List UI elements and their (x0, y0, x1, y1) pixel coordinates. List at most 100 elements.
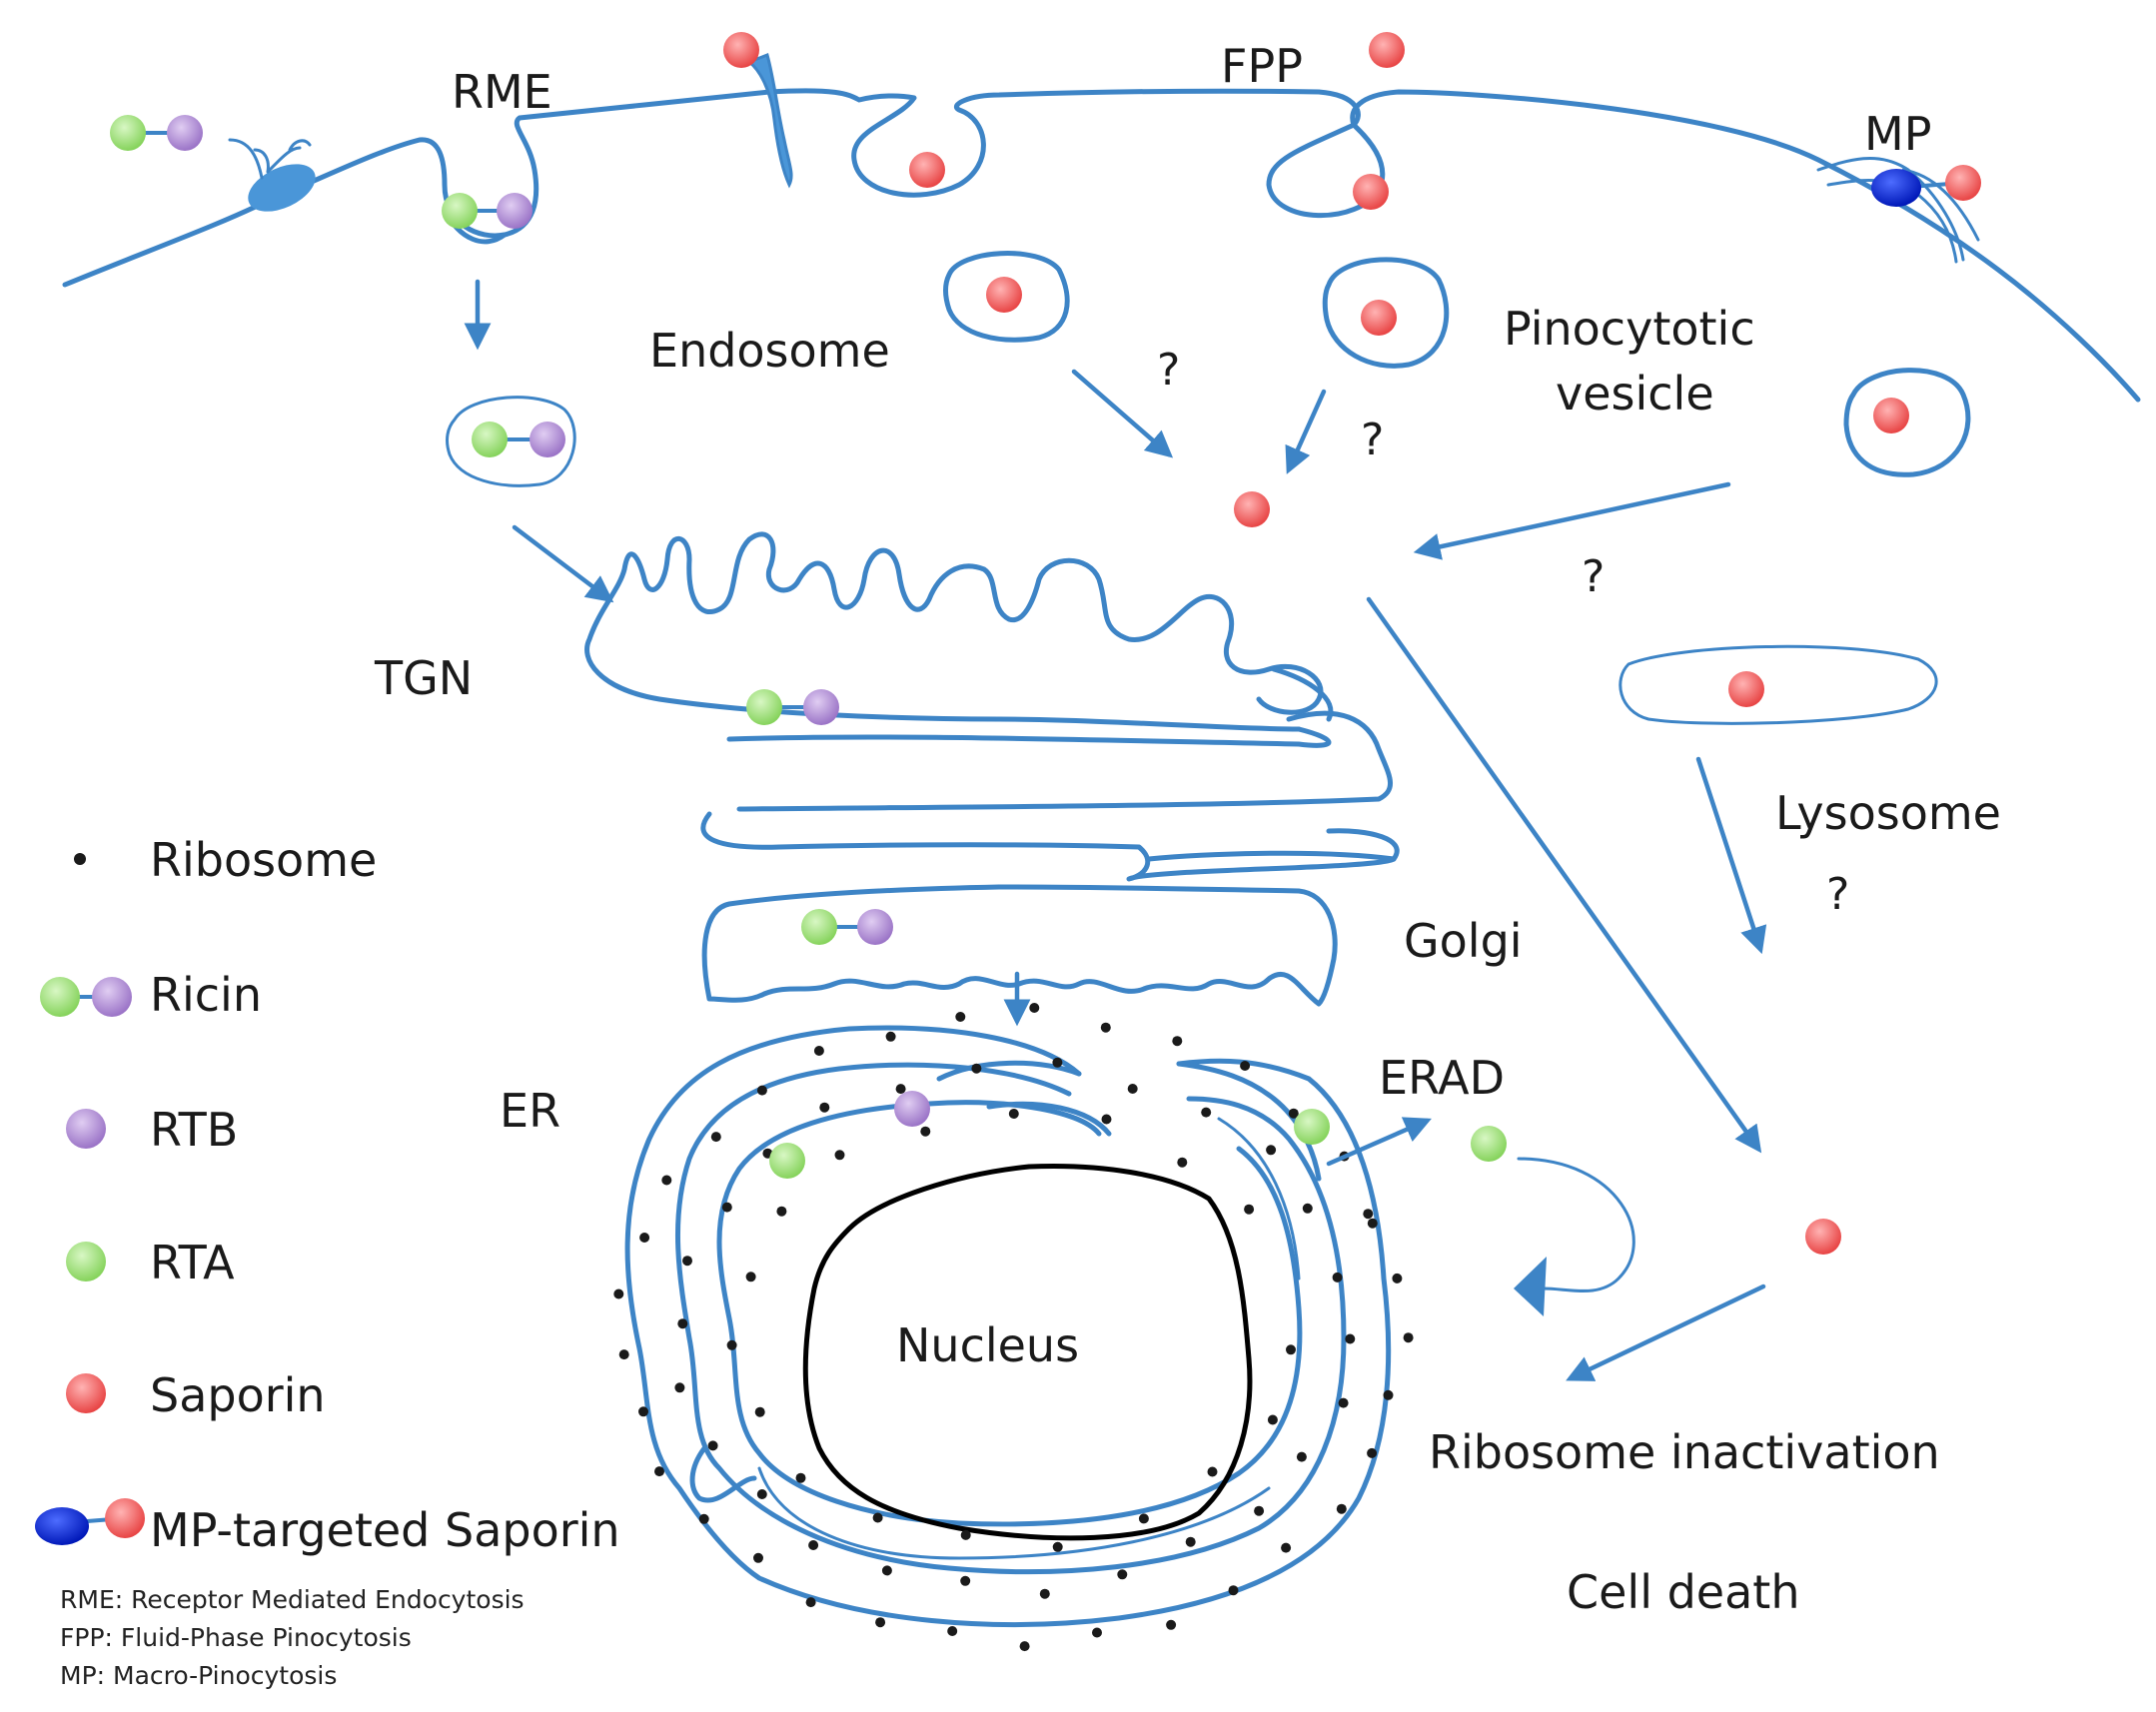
question-endosome: ? (1157, 345, 1180, 396)
mp-ruffle-3 (1901, 168, 1980, 242)
ribosome-dot (1244, 1204, 1255, 1215)
saporin-lysosome (1728, 671, 1764, 707)
legend: Ribosome Ricin RTB RTA Saporin MP-target… (35, 833, 620, 1690)
saporin-cytosol (1234, 491, 1270, 527)
rta-in-er-left (769, 1143, 805, 1179)
arrow-erad (1326, 1117, 1432, 1167)
arrow-vesicle-to-tgn (512, 524, 614, 603)
legend-rta-swatch (66, 1242, 106, 1282)
ribosome-dot (1228, 1585, 1239, 1596)
arrow-rta-curve (1517, 1157, 1635, 1292)
ribosome-dot (881, 1565, 892, 1576)
ribosome-dot (1363, 1209, 1374, 1220)
legend-mp-ligand-swatch (35, 1507, 89, 1545)
legend-saporin-swatch (66, 1373, 106, 1413)
tgn-lower-edge (726, 726, 1332, 748)
ribosome-dot (639, 1233, 650, 1243)
er-outer (624, 1025, 1392, 1627)
saporin-endocytic-pit (909, 152, 945, 188)
ribosome-dot (1338, 1397, 1349, 1408)
arrow-endosome (1071, 369, 1174, 458)
ribosome-dot (1336, 1503, 1347, 1514)
ribosome-dot (1172, 1036, 1183, 1047)
ribosome-dot (753, 1552, 763, 1563)
ribosome-dot (707, 1440, 718, 1451)
ribosome-dot (971, 1063, 982, 1074)
rtb-in-er (894, 1091, 930, 1127)
question-pinocytotic: ? (1361, 415, 1384, 465)
label-lysosome: Lysosome (1775, 786, 2001, 840)
legend-mp-targeted-saporin-label: MP-targeted Saporin (150, 1503, 620, 1557)
ricin-rta-tgn (746, 689, 782, 725)
legend-ribosome-label: Ribosome (150, 833, 377, 887)
rta-erad (1471, 1126, 1507, 1162)
toxin-particles (110, 32, 1981, 1255)
ribosome-dot (1266, 1145, 1277, 1156)
ribosome-dot (895, 1084, 906, 1095)
receptor-left (248, 164, 316, 212)
legend-saporin-label: Saporin (150, 1368, 326, 1422)
ribosome-dot (1288, 1108, 1299, 1119)
saporin-fpp-pit (1353, 174, 1389, 210)
ribosome-dot (885, 1031, 896, 1042)
ribosome-dot (1367, 1447, 1378, 1458)
rme-vesicle (446, 396, 576, 487)
ribosome-dot (654, 1466, 664, 1477)
golgi-cisterna-2 (700, 811, 1400, 882)
ribosome-dot (710, 1132, 721, 1143)
diagram-labels: RME FPP MP Endosome Pinocytotic vesicle … (374, 39, 2001, 1619)
ribosome-dot (776, 1206, 787, 1217)
ribosome-dot (756, 1085, 767, 1096)
ricin-rtb-surface (167, 115, 203, 151)
ribosome-dot (1185, 1536, 1196, 1547)
er-flap-right (1176, 1061, 1322, 1182)
ribosome-dot (661, 1175, 672, 1186)
label-nucleus: Nucleus (896, 1318, 1079, 1372)
ribosome-dot (721, 1202, 732, 1213)
question-lysosome: ? (1826, 869, 1849, 920)
saporin-pinocytotic (1361, 300, 1397, 336)
arrow-rta-head (1514, 1257, 1547, 1316)
ribosome-dot (682, 1256, 692, 1267)
golgi-cisterna-1-top (736, 710, 1394, 812)
ribosome-dot (1267, 1414, 1278, 1425)
ricin-rtb-tgn (803, 689, 839, 725)
ribosome-dot (1383, 1389, 1394, 1400)
abbr-mp: MP: Macro-Pinocytosis (60, 1661, 337, 1690)
ribosome-dot (1392, 1273, 1403, 1284)
flow-arrows (464, 279, 1767, 1381)
ricin-rtb-pit (497, 193, 533, 229)
label-cell-death: Cell death (1567, 1565, 1799, 1619)
ribosome-dot (920, 1126, 931, 1137)
tgn-cisterna (584, 531, 1324, 732)
ribosome-dot (1403, 1332, 1414, 1343)
abbr-fpp: FPP: Fluid-Phase Pinocytosis (60, 1623, 412, 1652)
ribosome-dot (1092, 1627, 1102, 1638)
ribosome-dot (1117, 1569, 1128, 1580)
ribosome-dot (698, 1513, 709, 1524)
saporin-macropinosome (1873, 398, 1909, 433)
receptor-spike (746, 53, 793, 189)
ribosome-dot (756, 1489, 767, 1499)
legend-ricin-rtb-swatch (92, 977, 132, 1017)
ribosome-dot (872, 1512, 883, 1523)
saporin-top-left (723, 32, 759, 68)
ribosome-dot (960, 1529, 971, 1540)
ribosome-dot (1240, 1061, 1251, 1071)
ribosome-dot (819, 1102, 830, 1113)
ribosome-dot (1296, 1451, 1307, 1462)
golgi-cisterna-2-inner (1146, 850, 1397, 862)
ribosome-dot (726, 1339, 737, 1350)
ribosome-dot (795, 1472, 806, 1483)
label-ribosome-inactivation: Ribosome inactivation (1429, 1425, 1940, 1479)
rta-in-er-right (1294, 1109, 1330, 1145)
label-erad: ERAD (1379, 1051, 1505, 1105)
legend-mp-saporin-swatch (105, 1498, 145, 1538)
ribosome-dot (1029, 1003, 1040, 1013)
er-middle (674, 1062, 1347, 1575)
saporin-top-right (1369, 32, 1405, 68)
ribosome-dot (1207, 1466, 1218, 1477)
ribosome-dot (1177, 1157, 1188, 1168)
